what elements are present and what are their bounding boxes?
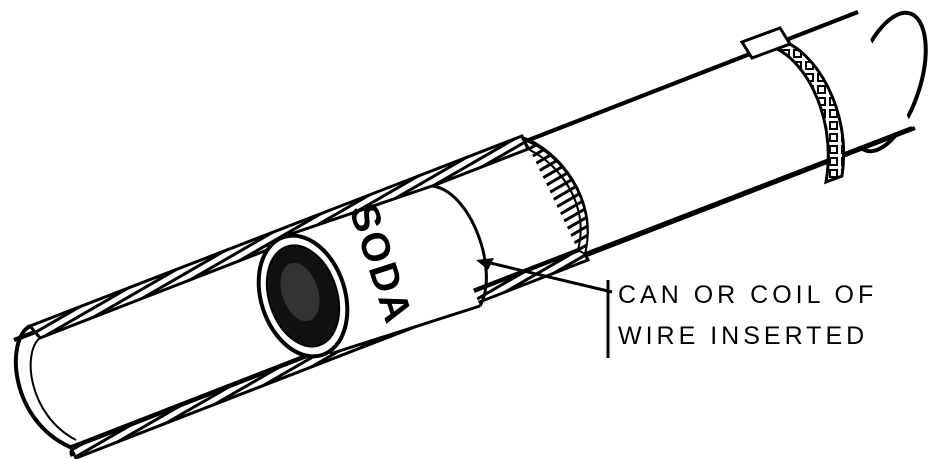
callout-text-line2: WIRE INSERTED (618, 324, 868, 349)
callout-text-line1: CAN OR COIL OF (618, 283, 877, 308)
pipe-outer-shell (14, 4, 929, 455)
